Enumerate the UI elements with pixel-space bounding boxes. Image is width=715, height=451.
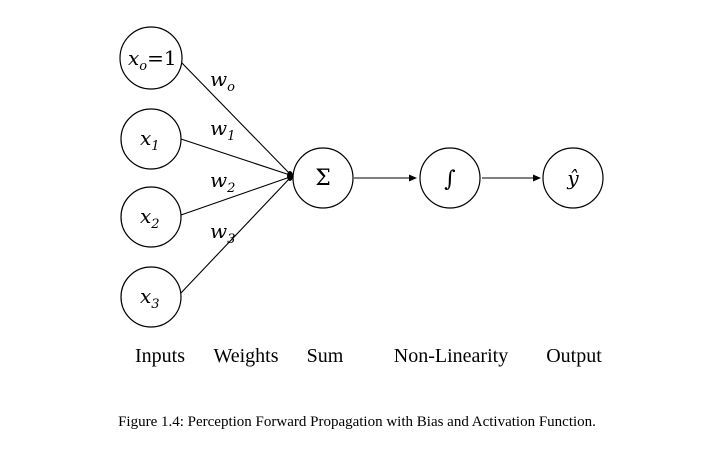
input-node-x2: x2 (120, 186, 182, 248)
weight-label-w3: w3 (210, 219, 235, 247)
edge-x0-to-sum (179, 60, 291, 175)
weight-label-w2: w2 (210, 168, 235, 196)
stage-label-nonlinearity: Non-Linearity (394, 345, 508, 367)
stage-label-sum: Sum (307, 345, 344, 367)
output-node: ŷ (542, 147, 604, 209)
input-node-x1: x1 (120, 108, 182, 170)
input-node-x3: x3 (120, 266, 182, 328)
stage-label-inputs: Inputs (135, 345, 185, 367)
svg-text:x2: x2 (140, 204, 160, 232)
edge-x2-to-sum (180, 176, 291, 216)
edge-x1-to-sum (180, 138, 291, 176)
sum-node: Σ (292, 147, 354, 209)
input-node-x0: xo=1 (119, 26, 183, 90)
weight-label-w1: w1 (210, 116, 235, 144)
weight-label-w0: wo (210, 67, 235, 95)
stage-label-weights: Weights (213, 345, 278, 367)
sigma-symbol: Σ (315, 166, 331, 191)
svg-text:xo=1: xo=1 (128, 46, 177, 74)
edge-x3-to-sum (179, 177, 291, 295)
svg-text:x1: x1 (140, 126, 160, 154)
svg-text:x3: x3 (140, 284, 160, 312)
junction-point (287, 171, 293, 181)
stage-label-output: Output (546, 345, 602, 367)
integral-symbol: ∫ (444, 167, 456, 192)
figure-caption: Figure 1.4: Perception Forward Propagati… (118, 414, 596, 430)
activation-node: ∫ (419, 147, 481, 209)
y-hat-symbol: ŷ (566, 166, 579, 190)
